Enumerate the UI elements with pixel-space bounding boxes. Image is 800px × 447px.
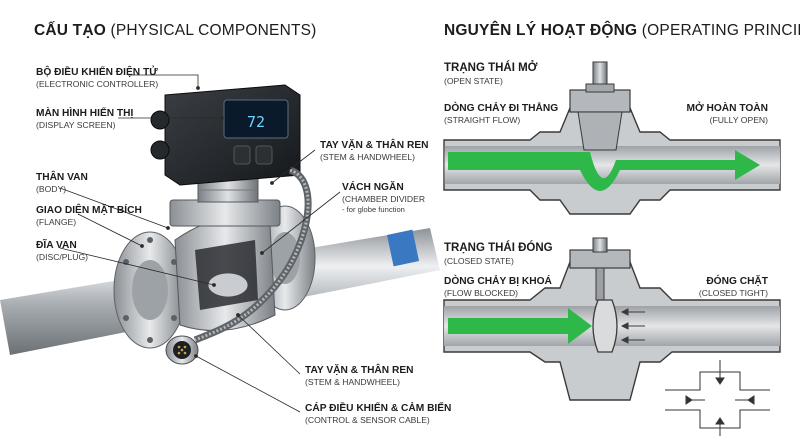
disc-plug: [207, 272, 249, 298]
open-state-diagram: [443, 61, 781, 215]
open-right-label: MỞ HOÀN TOÀN (FULLY OPEN): [686, 103, 768, 126]
blue-fitting: [386, 229, 420, 267]
right-title: NGUYÊN LÝ HOẠT ĐỘNG (OPERATING PRINCIPLE…: [444, 22, 800, 40]
closed-state-diagram: [443, 237, 781, 436]
open-flow-arrow: [448, 150, 760, 191]
inset-schematic: [665, 360, 770, 436]
left-title: CẤU TẠO (PHYSICAL COMPONENTS): [34, 22, 317, 40]
valve-photo: 72: [0, 84, 440, 365]
display-screen: [223, 99, 289, 139]
label-stem-top: TAY VẶN & THÂN REN (STEM & HANDWHEEL): [320, 140, 429, 163]
closed-state-title: TRẠNG THÁI ĐÓNG (CLOSED STATE): [444, 242, 553, 266]
label-stem-bottom: TAY VẶN & THÂN REN (STEM & HANDWHEEL): [305, 365, 414, 388]
cable-connector: [165, 335, 199, 365]
closed-disc: [592, 299, 618, 353]
label-controller: BỘ ĐIỀU KHIỂN ĐIỆN TỬ (ELECTRONIC CONTRO…: [36, 67, 159, 90]
leader-lines: [59, 74, 341, 413]
display-reading: 72: [247, 113, 265, 131]
blocked-flow-arrow: [448, 308, 592, 344]
closed-left-label: DÒNG CHẢY BỊ KHOÁ (FLOW BLOCKED): [444, 276, 552, 299]
label-flange: GIAO DIỆN MẶT BÍCH (FLANGE): [36, 205, 142, 228]
left-title-vi: CẤU TẠO: [34, 22, 107, 39]
bonnet: [169, 199, 281, 227]
label-disc: ĐĨA VAN (DISC/PLUG): [36, 240, 89, 263]
open-left-label: DÒNG CHẢY ĐI THẲNG (STRAIGHT FLOW): [444, 103, 559, 126]
right-title-en: (OPERATING PRINCIPLE): [641, 22, 800, 39]
right-title-vi: NGUYÊN LÝ HOẠT ĐỘNG: [444, 22, 638, 39]
open-state-title: TRẠNG THÁI MỞ (OPEN STATE): [444, 62, 538, 86]
left-title-en: (PHYSICAL COMPONENTS): [110, 22, 317, 39]
label-cable: CÁP ĐIỀU KHIỂN & CẢM BIẾN (CONTROL & SEN…: [305, 403, 452, 426]
label-body: THÂN VAN (BODY): [36, 172, 88, 195]
label-display: MÀN HÌNH HIỂN THỊ (DISPLAY SCREEN): [36, 108, 134, 131]
closed-right-label: ĐÓNG CHẶT (CLOSED TIGHT): [698, 276, 768, 299]
label-divider: VÁCH NGĂN (CHAMBER DIVIDER - for globe f…: [342, 182, 426, 214]
